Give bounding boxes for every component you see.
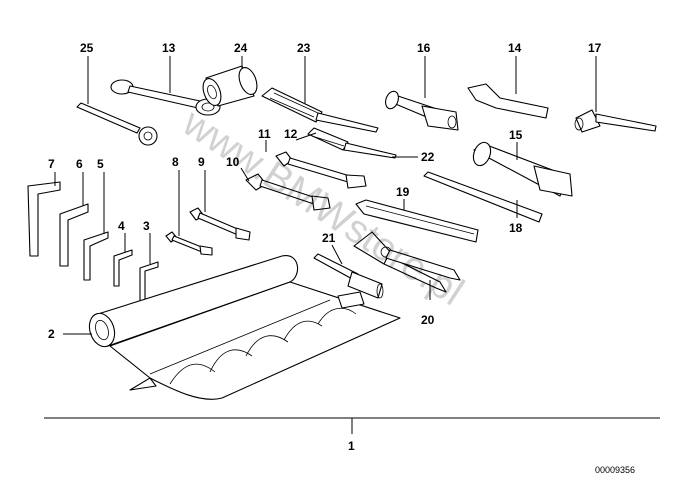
part-7-hex-key	[27, 181, 61, 257]
callout-6: 6	[76, 157, 83, 171]
part-15-large-box-wrench	[472, 141, 573, 197]
callout-18: 18	[509, 221, 523, 235]
part-13-combination-spanner	[110, 79, 221, 116]
callout-2: 2	[48, 327, 55, 341]
callout-12: 12	[284, 127, 298, 141]
callout-11: 11	[258, 127, 271, 141]
part-12-small-screwdriver	[307, 127, 397, 159]
part-20-pliers	[353, 231, 461, 293]
callout-20: 20	[421, 313, 435, 327]
callout-4: 4	[118, 219, 125, 233]
part-18-tommy-bar	[423, 171, 543, 223]
callout-17: 17	[588, 41, 602, 55]
part-10-double-spanner	[245, 173, 331, 211]
part-23-screwdriver	[261, 87, 379, 133]
callout-8: 8	[172, 155, 179, 169]
callout-21: 21	[322, 231, 336, 245]
callouts: 25 13 24 23 16 14 17 15 11 12 22 10 9 8 …	[48, 41, 602, 453]
part-16-box-wrench	[385, 90, 459, 131]
part-14-hook-spanner	[467, 83, 549, 119]
part-2-tool-roll	[88, 255, 401, 400]
part-5-hex-key	[83, 231, 109, 281]
callout-15: 15	[509, 128, 523, 142]
part-19-flat-tool	[355, 199, 479, 243]
callout-7: 7	[48, 157, 55, 171]
part-4-hex-key	[113, 249, 133, 287]
reference-number: 00009356	[595, 465, 635, 475]
callout-22: 22	[421, 150, 435, 164]
part-25-ring-spanner	[76, 102, 158, 146]
callout-16: 16	[417, 41, 431, 55]
callout-3: 3	[143, 219, 150, 233]
part-17-socket-key	[574, 109, 657, 133]
callout-23: 23	[297, 41, 311, 55]
part-9-small-spanner	[189, 207, 251, 241]
part-6-hex-key	[59, 203, 89, 267]
callout-13: 13	[162, 41, 176, 55]
part-21-spark-plug-tool	[313, 253, 384, 299]
part-11-open-spanner	[275, 151, 367, 189]
callout-1: 1	[348, 439, 355, 453]
part-24-socket	[202, 65, 258, 107]
callout-10: 10	[226, 155, 240, 169]
callout-25: 25	[80, 41, 94, 55]
part-8-smallest-spanner	[165, 231, 213, 256]
callout-14: 14	[508, 41, 522, 55]
leader-lines	[44, 56, 660, 434]
callout-19: 19	[396, 185, 410, 199]
callout-9: 9	[198, 155, 205, 169]
callout-24: 24	[234, 41, 248, 55]
callout-5: 5	[97, 157, 104, 171]
